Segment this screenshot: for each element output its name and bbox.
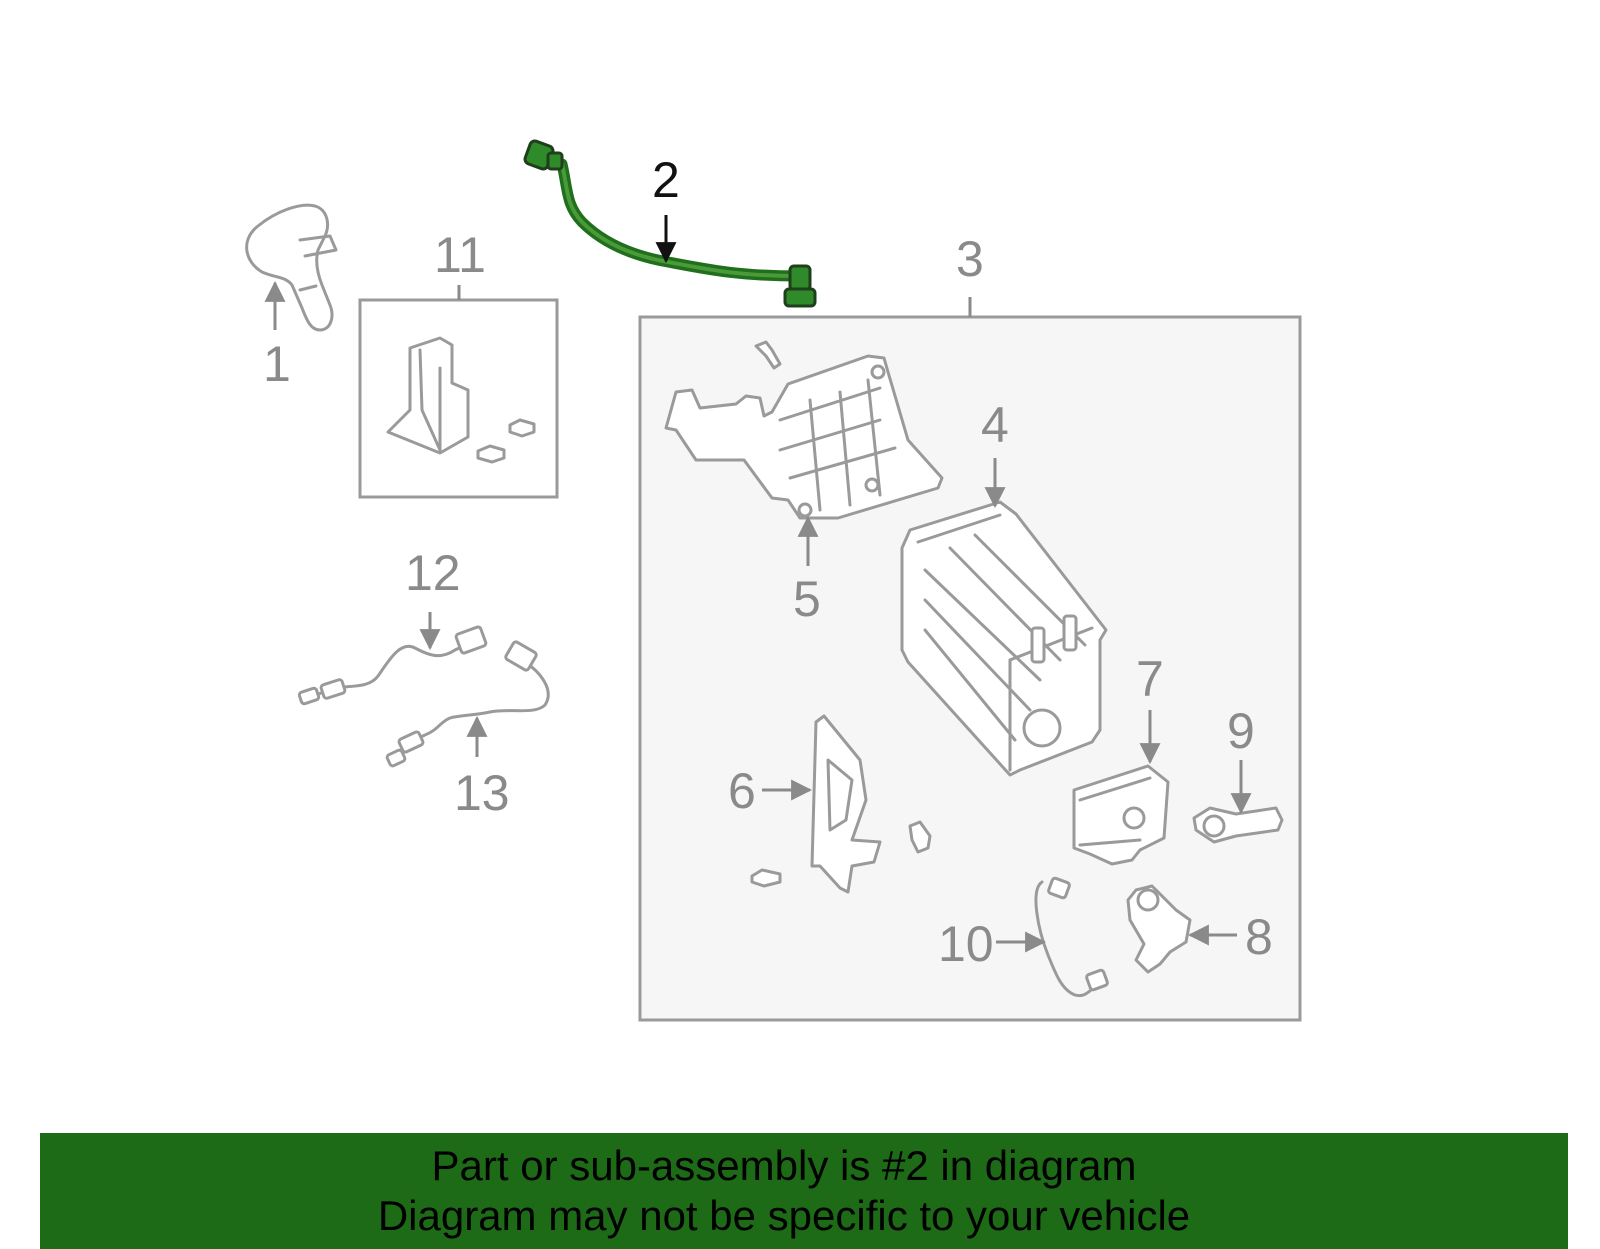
callout-10: 10: [938, 916, 994, 972]
callout-12: 12: [405, 545, 461, 601]
callout-9: 9: [1227, 703, 1255, 759]
callout-3: 3: [956, 231, 984, 287]
callout-13: 13: [454, 765, 510, 821]
part-10-harness[interactable]: [1034, 876, 1109, 998]
part-12-oxygen-sensor[interactable]: [297, 625, 488, 706]
callout-6: 6: [728, 763, 756, 819]
part-5-bracket-plate[interactable]: [664, 340, 944, 520]
callout-1: 1: [263, 336, 291, 392]
part-4-canister[interactable]: [900, 500, 1108, 777]
callout-8: 8: [1245, 909, 1273, 965]
callout-7: 7: [1136, 651, 1164, 707]
part-8-valve[interactable]: [1126, 884, 1192, 974]
callout-11: 11: [434, 227, 486, 283]
part-13-oxygen-sensor[interactable]: [385, 640, 550, 768]
banner-line-1: Part or sub-assembly is #2 in diagram: [431, 1142, 1137, 1189]
callout-5: 5: [793, 571, 821, 627]
part-2-sensor-wire[interactable]: [523, 139, 817, 308]
part-9-sensor[interactable]: [1192, 806, 1284, 844]
callout-2: 2: [652, 152, 680, 208]
banner-line-2: Diagram may not be specific to your vehi…: [377, 1192, 1191, 1239]
part-6-bracket[interactable]: [750, 714, 932, 894]
callout-4: 4: [981, 397, 1009, 453]
part-1-hose[interactable]: [245, 203, 338, 332]
part-11-bracket-kit[interactable]: [386, 336, 536, 464]
part-7-module[interactable]: [1072, 764, 1170, 866]
info-banner: Part or sub-assembly is #2 in diagram Di…: [40, 1133, 1568, 1249]
